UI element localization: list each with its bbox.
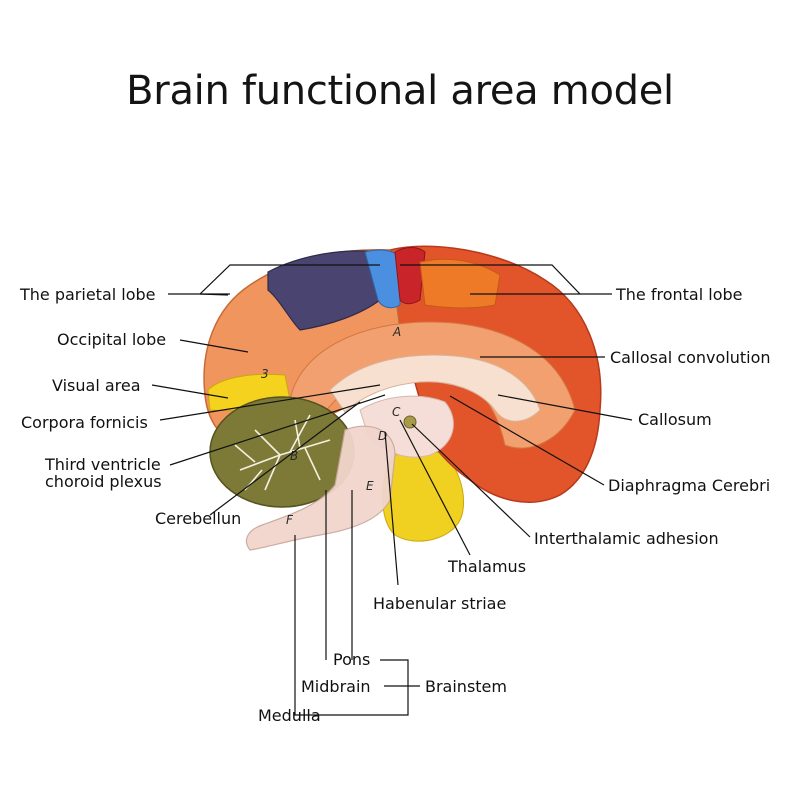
- red-region: [394, 247, 426, 305]
- frontal-strip: [419, 258, 501, 309]
- label-frontal-lobe: The frontal lobe: [615, 285, 742, 304]
- label-pons: Pons: [333, 650, 370, 669]
- mark-d: D: [378, 429, 387, 443]
- mark-f: F: [286, 513, 294, 527]
- label-callosum: Callosum: [638, 410, 712, 429]
- label-parietal-lobe: The parietal lobe: [19, 285, 156, 304]
- label-cerebellun: Cerebellun: [155, 509, 241, 528]
- arbor-vitae: [234, 414, 331, 491]
- label-brainstem: Brainstem: [425, 677, 507, 696]
- mark-e: E: [366, 479, 374, 493]
- label-medulla: Medulla: [258, 706, 321, 725]
- label-habenular-striae: Habenular striae: [373, 594, 506, 613]
- leader-lines: [151, 264, 633, 716]
- label-midbrain: Midbrain: [301, 677, 371, 696]
- callosum-region: [329, 354, 541, 422]
- parietal-region: [267, 250, 381, 331]
- mark-three: 3: [261, 367, 269, 381]
- mark-b: B: [290, 449, 298, 463]
- label-diaphragma-cerebri: Diaphragma Cerebri: [608, 476, 770, 495]
- brainstem-region: [245, 425, 396, 551]
- page-title: Brain functional area model: [126, 68, 674, 114]
- label-third-ventricle: Third ventricle: [44, 455, 161, 474]
- mark-a: A: [392, 325, 401, 339]
- label-choroid-plexus: choroid plexus: [45, 472, 162, 491]
- label-callosal-convolution: Callosal convolution: [610, 348, 771, 367]
- label-thalamus: Thalamus: [447, 557, 526, 576]
- label-visual-area: Visual area: [52, 376, 141, 395]
- mark-c: C: [392, 405, 401, 419]
- brain-model: A 3 B C D E F: [203, 245, 602, 551]
- labels: The parietal lobe The frontal lobe Occip…: [19, 285, 771, 725]
- label-corpora-fornicis: Corpora fornicis: [21, 413, 148, 432]
- label-interthalamic-adhesion: Interthalamic adhesion: [534, 529, 719, 548]
- label-occipital-lobe: Occipital lobe: [57, 330, 166, 349]
